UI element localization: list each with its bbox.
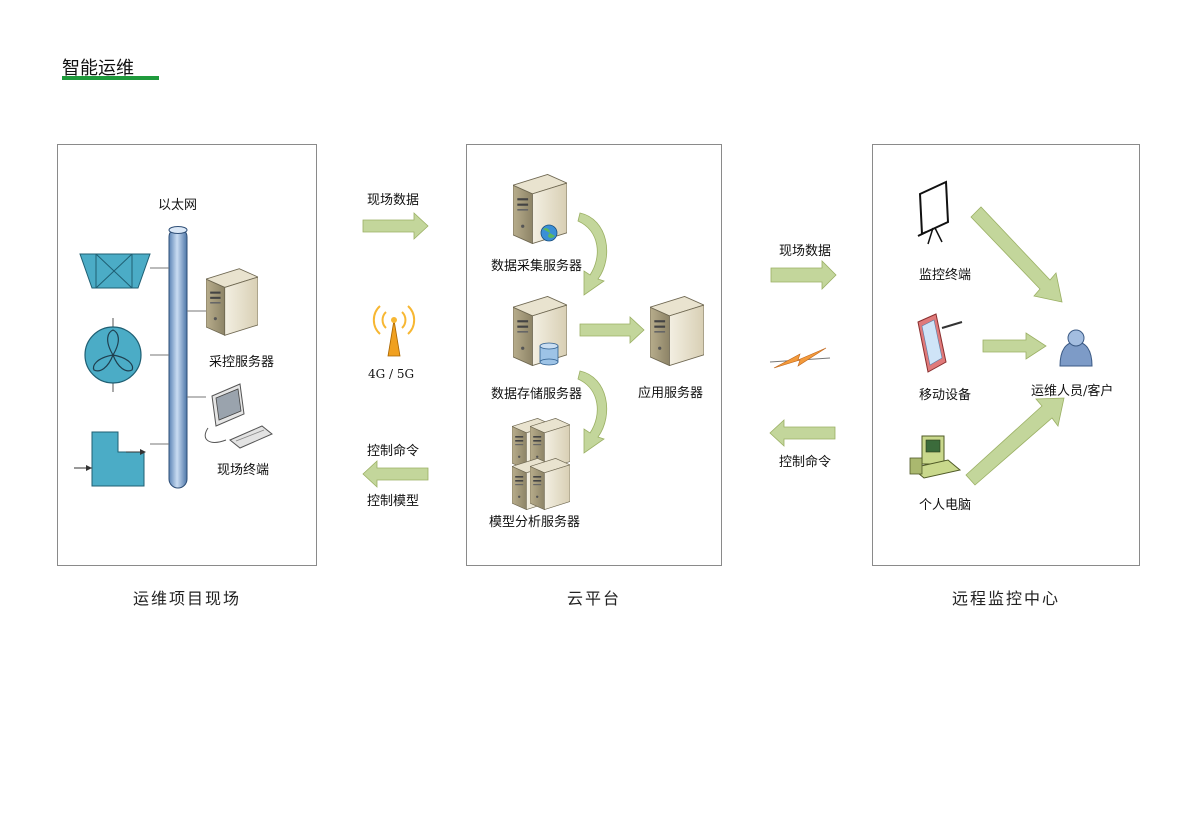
- collect-to-storage-arrow: [577, 212, 608, 296]
- app-server-label: 应用服务器: [638, 386, 704, 401]
- network-label: 4G / 5G: [368, 367, 415, 381]
- personal-pc-icon: [909, 435, 962, 479]
- fan-icon: [84, 318, 142, 392]
- personal-pc-label: 个人电脑: [919, 498, 972, 513]
- cloud-to-site-label-1: 控制命令: [367, 444, 420, 459]
- cloud-caption: 云平台: [566, 589, 621, 608]
- database-icon: [539, 342, 559, 366]
- remote-panel: [872, 144, 1140, 566]
- site-to-cloud-arrow: [362, 212, 429, 240]
- app-server-icon: [650, 296, 704, 366]
- mobile-device-icon: [917, 313, 963, 373]
- field-terminal-icon: [204, 383, 273, 449]
- model-server-cluster-icon: [512, 418, 570, 510]
- remote-caption: 远程监控中心: [951, 589, 1060, 608]
- collect-server-label: 数据采集服务器: [491, 259, 583, 274]
- ethernet-connectors: [150, 267, 206, 445]
- storage-to-model-arrow: [577, 370, 608, 454]
- storage-to-app-arrow: [579, 316, 645, 344]
- operator-icon: [1059, 329, 1093, 367]
- site-caption: 运维项目现场: [132, 589, 241, 608]
- monitor-terminal-icon: [917, 180, 950, 245]
- remote-to-cloud-arrow: [769, 419, 836, 447]
- control-server-icon: [206, 268, 258, 336]
- cloud-to-site-arrow: [362, 460, 429, 488]
- damper-icon: [79, 253, 151, 289]
- title-underline: [62, 76, 159, 80]
- globe-icon: [540, 224, 558, 242]
- pc-to-operator-arrow: [965, 397, 1065, 486]
- remote-to-cloud-label: 控制命令: [779, 455, 832, 470]
- site-to-cloud-label: 现场数据: [367, 193, 420, 208]
- cloud-to-remote-label: 现场数据: [779, 244, 832, 259]
- operator-label: 运维人员/客户: [1031, 384, 1114, 399]
- duct-icon: [74, 431, 146, 487]
- cloud-to-site-label-2: 控制模型: [367, 494, 420, 509]
- storage-server-label: 数据存储服务器: [491, 387, 583, 402]
- control-server-label: 采控服务器: [209, 355, 275, 370]
- antenna-icon: [372, 305, 416, 357]
- collect-server-icon: [513, 174, 567, 244]
- monitor-to-operator-arrow: [970, 206, 1063, 303]
- monitor-terminal-label: 监控终端: [919, 268, 972, 283]
- cloud-to-remote-arrow: [770, 260, 837, 290]
- page-title: 智能运维: [62, 58, 134, 79]
- ethernet-label: 以太网: [158, 198, 198, 213]
- mobile-to-operator-arrow: [982, 332, 1047, 360]
- ethernet-pipe: [168, 226, 188, 489]
- model-server-label: 模型分析服务器: [489, 515, 581, 530]
- lightning-icon: [769, 347, 831, 369]
- field-terminal-label: 现场终端: [217, 463, 270, 478]
- mobile-device-label: 移动设备: [919, 388, 972, 403]
